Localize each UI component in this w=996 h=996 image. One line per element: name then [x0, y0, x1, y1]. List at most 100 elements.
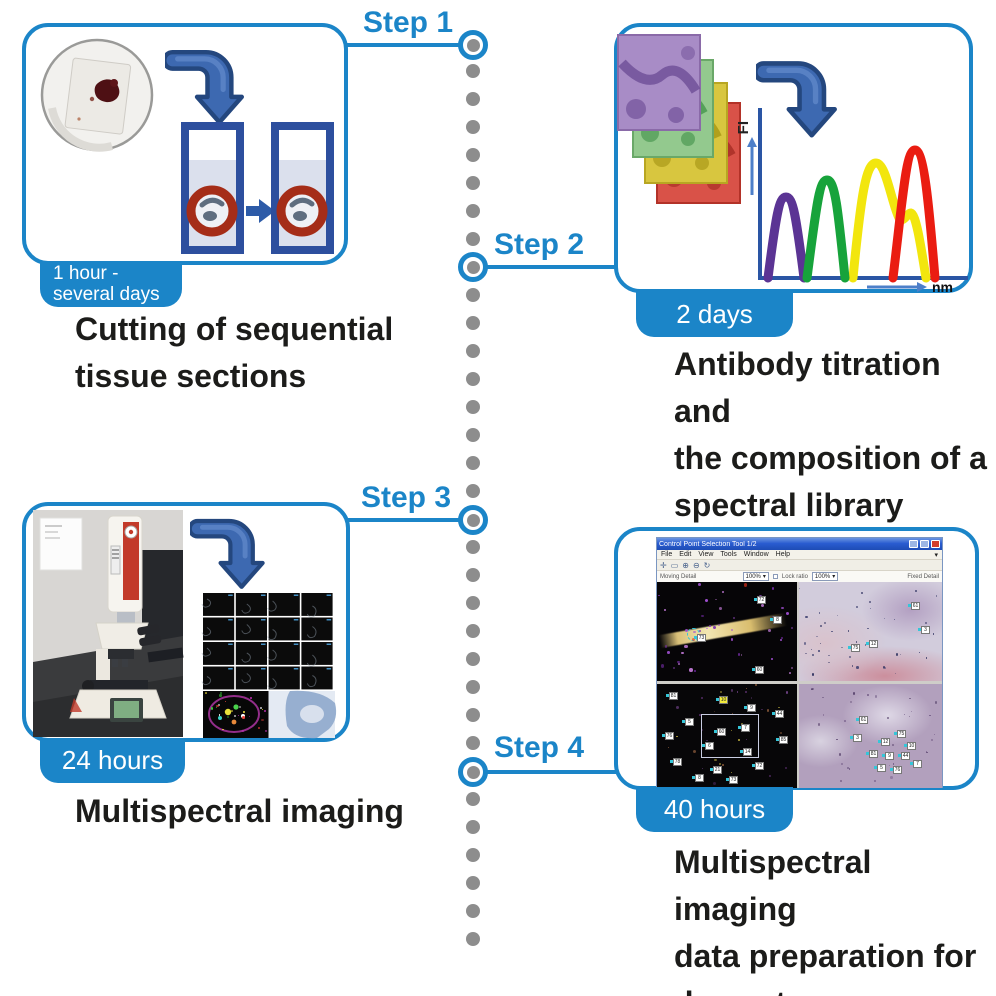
lock-ratio-label: Lock ratio [781, 573, 808, 580]
image-speck [718, 624, 720, 627]
image-speck [779, 731, 783, 735]
image-speck [769, 775, 772, 777]
control-point-marker: 78 [670, 758, 682, 766]
timeline-dot [466, 344, 480, 358]
image-speck [812, 654, 815, 657]
image-speck [767, 709, 770, 712]
timeline-dot [466, 904, 480, 918]
image-speck [886, 716, 889, 719]
control-point-marker: 5 [682, 718, 694, 726]
yellow-spectrum-curve [848, 158, 931, 283]
control-point-marker: 44 [898, 752, 910, 760]
image-speck [810, 648, 812, 651]
timeline-dot [466, 624, 480, 638]
image-speck [811, 688, 813, 690]
image-speck [761, 603, 765, 607]
image-speck [828, 655, 830, 657]
step3-title: Multispectral imaging [75, 793, 404, 829]
control-point-marker: 75 [894, 730, 906, 738]
image-speck [910, 711, 913, 713]
timeline-dot [466, 288, 480, 302]
image-speck [790, 627, 794, 630]
image-speck [233, 714, 237, 718]
image-speck [217, 703, 221, 706]
image-speck [700, 696, 703, 699]
step2-illustration: FI nm [617, 34, 968, 293]
menu-file: File [661, 551, 673, 558]
image-speck [849, 656, 851, 658]
image-speck [772, 615, 774, 618]
image-speck [899, 653, 901, 656]
window-title-bar: Control Point Selection Tool 1/2 [657, 538, 942, 550]
timeline-node-step3 [458, 505, 488, 535]
image-speck [718, 762, 721, 765]
image-speck [883, 617, 886, 620]
image-speck [744, 691, 747, 694]
image-speck [743, 583, 747, 587]
image-speck [706, 739, 708, 742]
image-speck [816, 635, 818, 638]
image-speck [705, 598, 709, 602]
image-speck [836, 614, 839, 617]
control-point-marker-active: 10 [716, 696, 728, 704]
image-speck [667, 651, 670, 654]
image-speck [250, 696, 253, 699]
timeline-dot [466, 792, 480, 806]
moving-zoom-select: 100%▾ [742, 572, 769, 581]
control-point-marker: 81 [866, 750, 878, 758]
image-speck [932, 633, 935, 635]
image-speck [855, 640, 858, 643]
image-speck [689, 668, 693, 672]
step3-panel [22, 502, 350, 742]
image-speck [856, 666, 859, 669]
image-speck [828, 661, 830, 664]
image-speck [708, 625, 711, 628]
fixed-zoom-select: 100%▾ [811, 572, 839, 581]
image-speck [768, 628, 772, 632]
image-speck [242, 716, 245, 719]
image-speck [817, 723, 821, 726]
image-speck [925, 751, 928, 753]
duration-line: 2 days [676, 298, 753, 329]
control-point-marker: 75 [848, 644, 860, 652]
image-speck [265, 730, 267, 732]
view-options-bar: Moving Detail 100%▾ Lock ratio 100%▾ Fix… [657, 571, 942, 582]
image-speck [761, 709, 763, 711]
image-speck [790, 666, 794, 670]
image-speck [230, 710, 233, 713]
purple-spectrum-curve [763, 192, 809, 283]
step3-label: Step 3 [360, 481, 451, 514]
pan-tool-icon: ↻ [703, 560, 711, 570]
image-speck [699, 713, 702, 716]
timeline-dot [466, 484, 480, 498]
image-speck [721, 590, 724, 593]
image-speck [892, 744, 895, 746]
timeline-dot [466, 316, 480, 330]
composite-speck-overlay [203, 691, 268, 738]
image-speck [852, 692, 856, 695]
slide-container-2 [271, 122, 334, 254]
duration-line: several days [53, 284, 160, 305]
image-speck [730, 729, 732, 731]
control-point-marker: 72 [752, 762, 764, 770]
image-speck [844, 719, 846, 722]
timeline-dot [466, 736, 480, 750]
image-speck [237, 714, 240, 717]
timeline-dot [466, 232, 480, 246]
control-point-marker: 12 [866, 640, 878, 648]
image-speck [933, 733, 936, 736]
step4-panel: Control Point Selection Tool 1/2 File Ed… [614, 527, 979, 790]
image-speck [839, 779, 842, 782]
image-speck [848, 768, 851, 770]
step2-duration-badge: 2 days [636, 291, 793, 337]
control-point-marker: 76 [890, 766, 902, 774]
connector-step4 [486, 770, 616, 774]
image-speck [784, 766, 788, 770]
timeline-dot [466, 400, 480, 414]
timeline-dot [466, 652, 480, 666]
image-speck [685, 629, 689, 633]
image-speck [261, 718, 264, 722]
maximize-button-icon [920, 540, 929, 548]
y-axis-label: FI [735, 121, 752, 134]
